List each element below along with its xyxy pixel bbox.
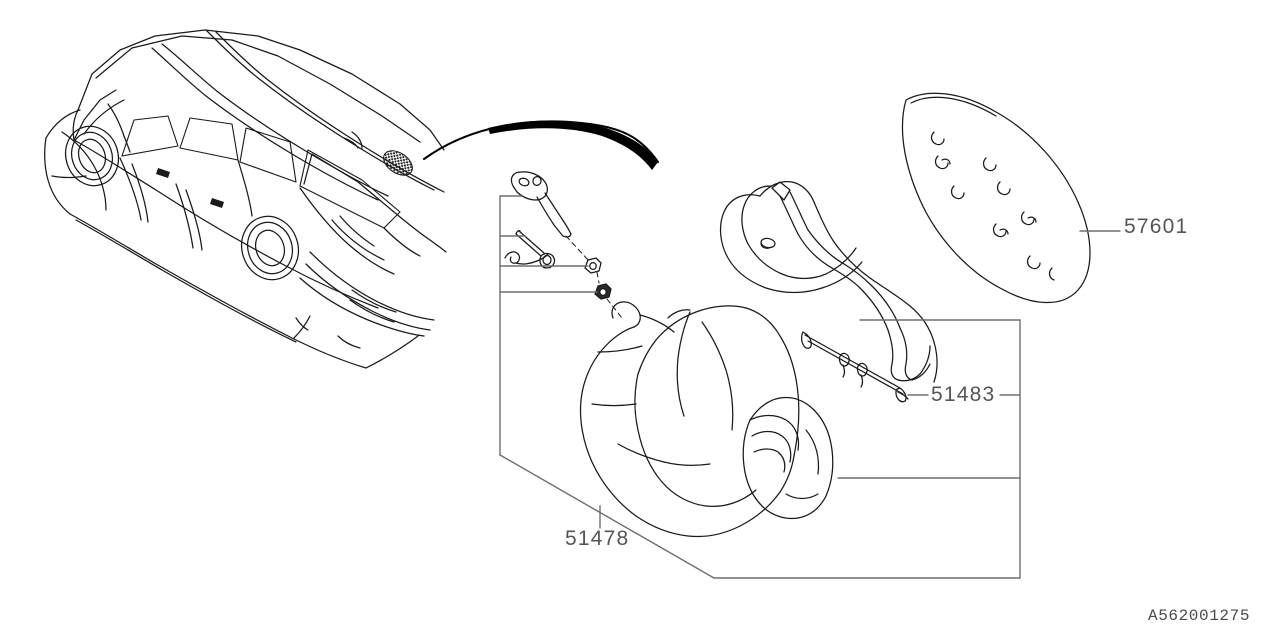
part-label-51478: 51478	[565, 527, 630, 550]
part-label-51483: 51483	[931, 383, 996, 406]
center-bracket-shape	[719, 180, 938, 383]
leader-lines	[499, 195, 1121, 579]
part-label-57601: 57601	[1124, 215, 1189, 238]
small-parts-assembly	[504, 171, 623, 319]
vehicle-illustration	[44, 29, 447, 369]
drawing-number: A562001275	[1148, 607, 1251, 625]
part-51483-shape	[801, 331, 909, 403]
callout-origin-marker	[383, 150, 413, 176]
part-57601-shape	[901, 92, 1091, 304]
callout-arc	[423, 120, 659, 170]
part-51478-shape	[579, 301, 834, 538]
